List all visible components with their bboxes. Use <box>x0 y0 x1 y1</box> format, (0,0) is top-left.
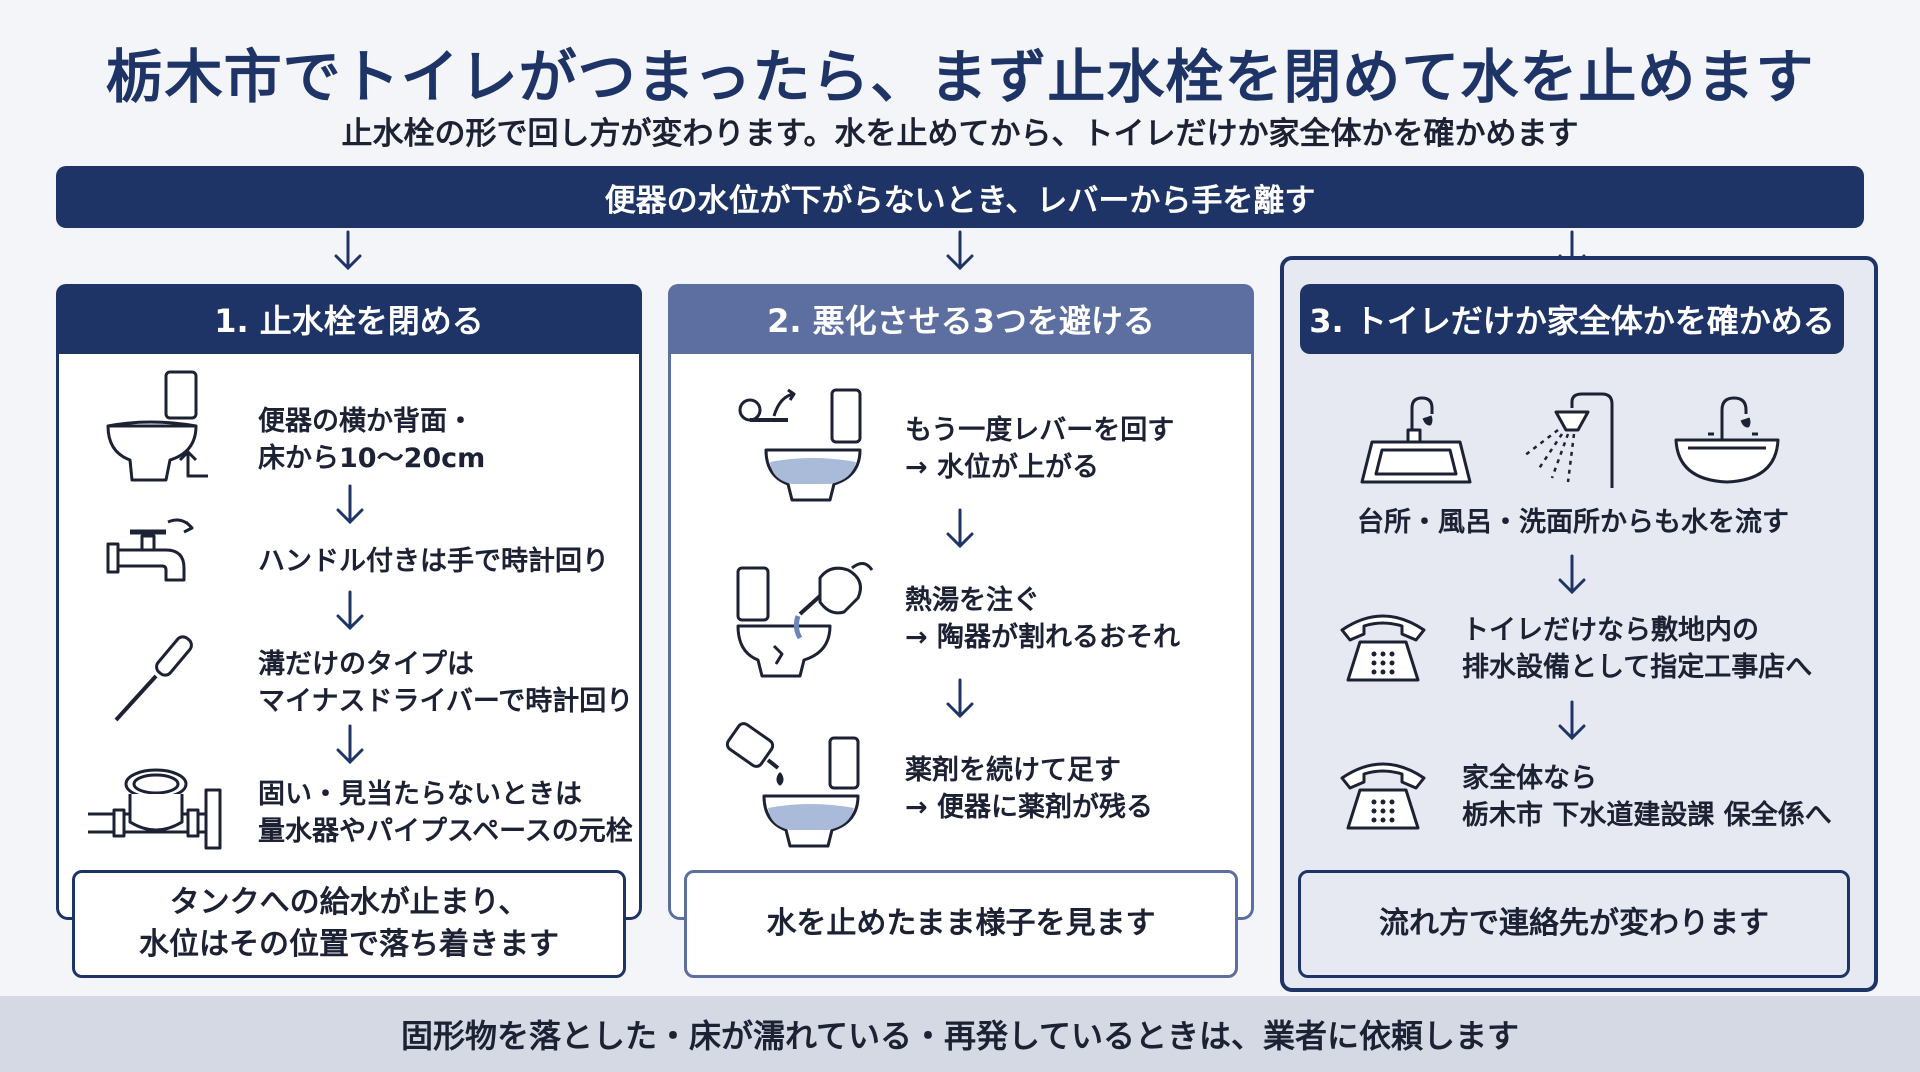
col3-step2-line2: 栃木市 下水道建設課 保全係へ <box>1462 800 1832 831</box>
col1-step3-line2: マイナスドライバーで時計回り <box>258 686 634 717</box>
col2-step3-text: 薬剤を続けて足す → 便器に薬剤が残る <box>905 752 1153 826</box>
col1-step1-line2: 床から10〜20cm <box>258 443 486 474</box>
down-arrow-icon <box>336 590 364 631</box>
col1-result-box: タンクへの給水が止まり、 水位はその位置で落ち着きます <box>72 870 626 978</box>
col1-step4-line2: 量水器やパイプスペースの元栓 <box>258 816 633 847</box>
col3-step1-line2: 排水設備として指定工事店へ <box>1462 652 1813 683</box>
column-2-heading: 2. 悪化させる3つを避ける <box>668 284 1254 354</box>
col1-step2-text: ハンドル付きは手で時計回り <box>258 546 609 577</box>
col1-step3-line1: 溝だけのタイプは <box>258 649 474 680</box>
col1-step4-text: 固い・見当たらないときは 量水器やパイプスペースの元栓 <box>258 776 633 850</box>
down-arrow-icon <box>946 678 974 719</box>
col2-step3-line1: 薬剤を続けて足す <box>905 755 1121 786</box>
page-title: 栃木市でトイレがつまったら、まず止水栓を閉めて水を止めます <box>105 43 1815 111</box>
col1-step4-line1: 固い・見当たらないときは <box>258 779 582 810</box>
down-arrow-icon <box>946 230 974 271</box>
col1-result-line2: 水位はその位置で落ち着きます <box>139 927 559 962</box>
col1-step1-line1: 便器の横か背面・ <box>258 406 474 437</box>
col2-step1-line1: もう一度レバーを回す <box>905 415 1175 446</box>
toilet-icon <box>100 368 220 488</box>
col1-step1-text: 便器の横か背面・ 床から10〜20cm <box>258 403 485 477</box>
col2-step3-line2: → 便器に薬剤が残る <box>905 792 1154 823</box>
telephone-icon <box>1338 608 1428 684</box>
col1-step3-text: 溝だけのタイプは マイナスドライバーで時計回り <box>258 646 633 720</box>
col2-step2-line2: → 陶器が割れるおそれ <box>905 622 1181 653</box>
faucet-handle-icon <box>106 510 206 594</box>
col2-step2-text: 熱湯を注ぐ → 陶器が割れるおそれ <box>905 582 1180 656</box>
kitchen-sink-icon <box>1358 394 1474 486</box>
bottom-note: 固形物を落とした・床が濡れている・再発しているときは、業者に依頼します <box>0 996 1920 1072</box>
col2-step1-line2: → 水位が上がる <box>905 452 1100 483</box>
col2-step1-text: もう一度レバーを回す → 水位が上がる <box>905 412 1174 486</box>
col2-step2-line1: 熱湯を注ぐ <box>905 585 1040 616</box>
col3-step2-line1: 家全体なら <box>1462 763 1597 794</box>
column-3-heading: 3. トイレだけか家全体かを確かめる <box>1300 284 1844 354</box>
column-1-heading: 1. 止水栓を閉める <box>56 284 642 354</box>
page-subtitle: 止水栓の形で回し方が変わります。水を止めてから、トイレだけか家全体かを確かめます <box>341 116 1579 152</box>
down-arrow-icon <box>946 508 974 549</box>
lever-toilet-icon <box>736 388 866 504</box>
col1-result-line1: タンクへの給水が止まり、 <box>169 885 529 920</box>
down-arrow-icon <box>336 724 364 765</box>
top-banner: 便器の水位が下がらないとき、レバーから手を離す <box>56 166 1864 228</box>
col2-result-box: 水を止めたまま様子を見ます <box>684 870 1238 978</box>
down-arrow-icon <box>1558 700 1586 741</box>
telephone-icon <box>1338 756 1428 832</box>
col3-step2-text: 家全体なら 栃木市 下水道建設課 保全係へ <box>1462 760 1832 834</box>
down-arrow-icon <box>336 484 364 525</box>
chemical-toilet-icon <box>724 720 864 850</box>
washbasin-icon <box>1672 394 1782 486</box>
down-arrow-icon <box>1558 554 1586 595</box>
water-meter-icon <box>86 764 230 854</box>
kettle-toilet-icon <box>734 556 874 680</box>
shower-icon <box>1516 390 1626 490</box>
col3-step1-text: トイレだけなら敷地内の 排水設備として指定工事店へ <box>1462 612 1812 686</box>
down-arrow-icon <box>334 230 362 271</box>
col3-step1-line1: トイレだけなら敷地内の <box>1462 615 1759 646</box>
screwdriver-icon <box>108 628 208 728</box>
col3-result-box: 流れ方で連絡先が変わります <box>1298 870 1850 978</box>
col3-check-text: 台所・風呂・洗面所からも水を流す <box>1357 507 1789 538</box>
